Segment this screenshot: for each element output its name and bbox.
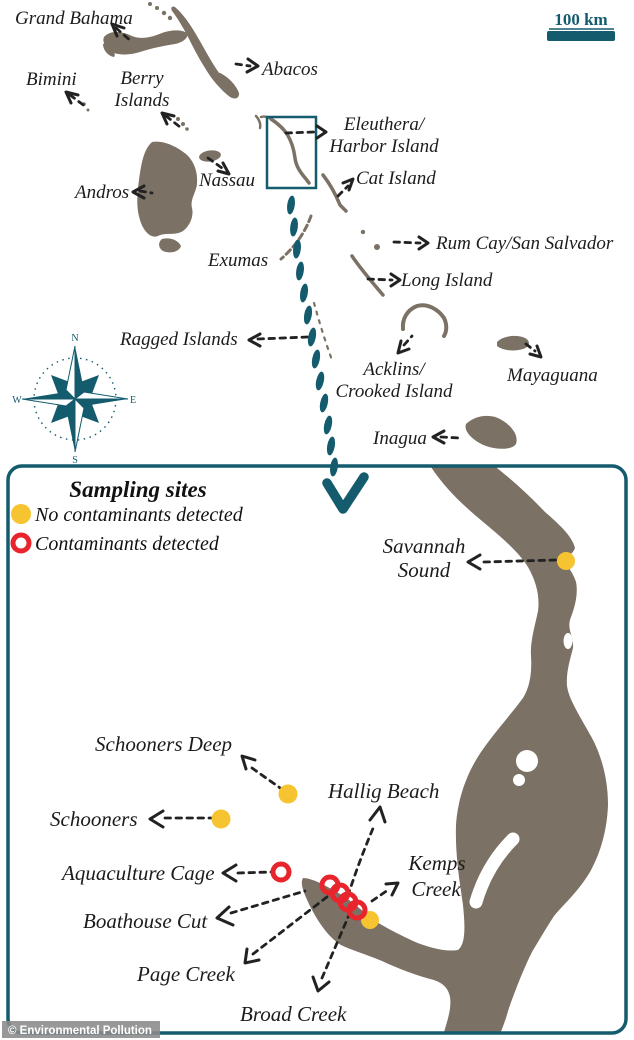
compass-w: W — [12, 395, 22, 406]
compass-e: E — [130, 395, 136, 406]
island-mayaguana — [497, 335, 529, 351]
island-berry — [176, 117, 180, 121]
zoom-connector-dash — [330, 457, 338, 477]
overview-arrows — [64, 22, 543, 445]
label-andros: Andros — [73, 182, 129, 203]
island-andros-south — [159, 238, 181, 253]
label-rum-cay: Rum Cay/San Salvador — [435, 233, 614, 254]
label-bimini: Bimini — [26, 69, 77, 90]
legend-no-contaminants-label: No contaminants detected — [34, 504, 244, 526]
label-inagua: Inagua — [372, 428, 427, 449]
cay-west-of-box — [254, 114, 262, 130]
label-acklins-line2: Crooked Island — [336, 381, 453, 402]
legend-contaminants-marker — [10, 532, 32, 554]
island-san-salvador — [374, 244, 380, 250]
inset-site-labels: Savannah Sound Schooners Deep Hallig Bea… — [50, 534, 466, 1026]
label-long-island: Long Island — [400, 270, 493, 291]
legend-contaminants-label: Contaminants detected — [35, 533, 220, 555]
watermark: © Environmental Pollution — [2, 1021, 160, 1038]
abaco-cay — [161, 10, 167, 16]
label-abacos: Abacos — [260, 59, 318, 80]
inset-arrows — [148, 553, 558, 993]
zoom-connector-dashes — [287, 195, 336, 456]
abaco-cay — [155, 6, 159, 10]
label-kemps-line2: Creek — [411, 877, 461, 901]
legend-title: Sampling sites — [69, 477, 206, 502]
marker-schooners-dot — [211, 809, 231, 829]
scale-bar-label: 100 km — [554, 10, 607, 29]
watermark-bg — [2, 1021, 160, 1038]
inset-coast-notch — [563, 633, 573, 649]
label-page-creek: Page Creek — [136, 962, 235, 986]
island-ragged — [312, 301, 334, 362]
label-savannah-line2: Sound — [398, 558, 451, 582]
compass-n: N — [71, 333, 78, 344]
abaco-cay — [167, 15, 173, 21]
legend-no-contaminants-marker — [11, 504, 31, 524]
island-long — [350, 254, 385, 297]
island-eleuthera — [269, 117, 311, 185]
label-mayaguana: Mayaguana — [506, 365, 598, 386]
island-acklins — [400, 303, 449, 338]
inset-landmass — [301, 466, 608, 1033]
label-hallig-beach: Hallig Beach — [327, 779, 439, 803]
label-cat-island: Cat Island — [356, 168, 436, 189]
inset-site-markers — [211, 552, 575, 929]
label-exumas: Exumas — [207, 250, 268, 271]
island-exumas — [279, 214, 313, 261]
label-broad-creek: Broad Creek — [240, 1002, 347, 1026]
scale-bar-rect — [547, 31, 615, 41]
marker-schooners-deep-dot — [278, 784, 298, 804]
label-grand-bahama: Grand Bahama — [15, 8, 133, 29]
compass-main-points — [21, 345, 129, 453]
compass-s: S — [72, 455, 78, 466]
inset-bay-notch — [516, 750, 538, 772]
overview-landmasses — [82, 2, 529, 449]
island-berry — [181, 122, 185, 126]
label-schooners-deep: Schooners Deep — [95, 732, 232, 756]
island-abaco — [171, 6, 239, 99]
label-aquaculture-cage: Aquaculture Cage — [60, 861, 215, 885]
marker-savannah-sound-dot — [557, 552, 575, 570]
marker-aquaculture-ring — [270, 861, 292, 883]
island-new-providence — [199, 150, 221, 162]
label-eleuthera-line2: Harbor Island — [328, 136, 439, 157]
island-andros — [137, 141, 198, 237]
label-ragged-islands: Ragged Islands — [119, 329, 238, 350]
label-eleuthera-line1: Eleuthera/ — [343, 114, 426, 135]
label-savannah-line1: Savannah — [383, 534, 466, 558]
island-eleuthera-inset — [301, 466, 608, 1033]
overview-labels: Grand Bahama Bimini Berry Islands Abacos… — [15, 8, 614, 449]
label-berry-line2: Islands — [114, 90, 170, 111]
island-grand-bahama-hook — [103, 43, 115, 57]
island-bimini — [86, 108, 90, 112]
zoom-connector-arrowhead — [322, 472, 369, 514]
abaco-cay — [148, 2, 152, 6]
island-rum-cay — [360, 229, 366, 235]
label-kemps-line1: Kemps — [407, 851, 465, 875]
island-cat — [321, 173, 348, 213]
island-berry — [185, 127, 189, 131]
inset-bay-notch — [513, 774, 525, 786]
watermark-text: © Environmental Pollution — [8, 1025, 152, 1037]
inset-creek-channel — [469, 832, 520, 909]
label-berry-line1: Berry — [120, 68, 164, 89]
label-acklins-line1: Acklins/ — [361, 359, 426, 380]
island-inagua — [465, 415, 517, 449]
eleuthera-focus-box — [265, 115, 318, 190]
inset-border — [6, 464, 628, 1035]
scale-bar: 100 km — [547, 10, 615, 41]
inset-legend: Sampling sites No contaminants detected … — [10, 477, 244, 555]
label-nassau: Nassau — [198, 170, 255, 191]
label-boathouse-cut: Boathouse Cut — [83, 909, 208, 933]
marker-cluster-ring — [346, 899, 368, 921]
label-schooners: Schooners — [50, 807, 138, 831]
island-great-abaco — [217, 73, 240, 98]
compass-rose: N S E W — [12, 333, 136, 466]
